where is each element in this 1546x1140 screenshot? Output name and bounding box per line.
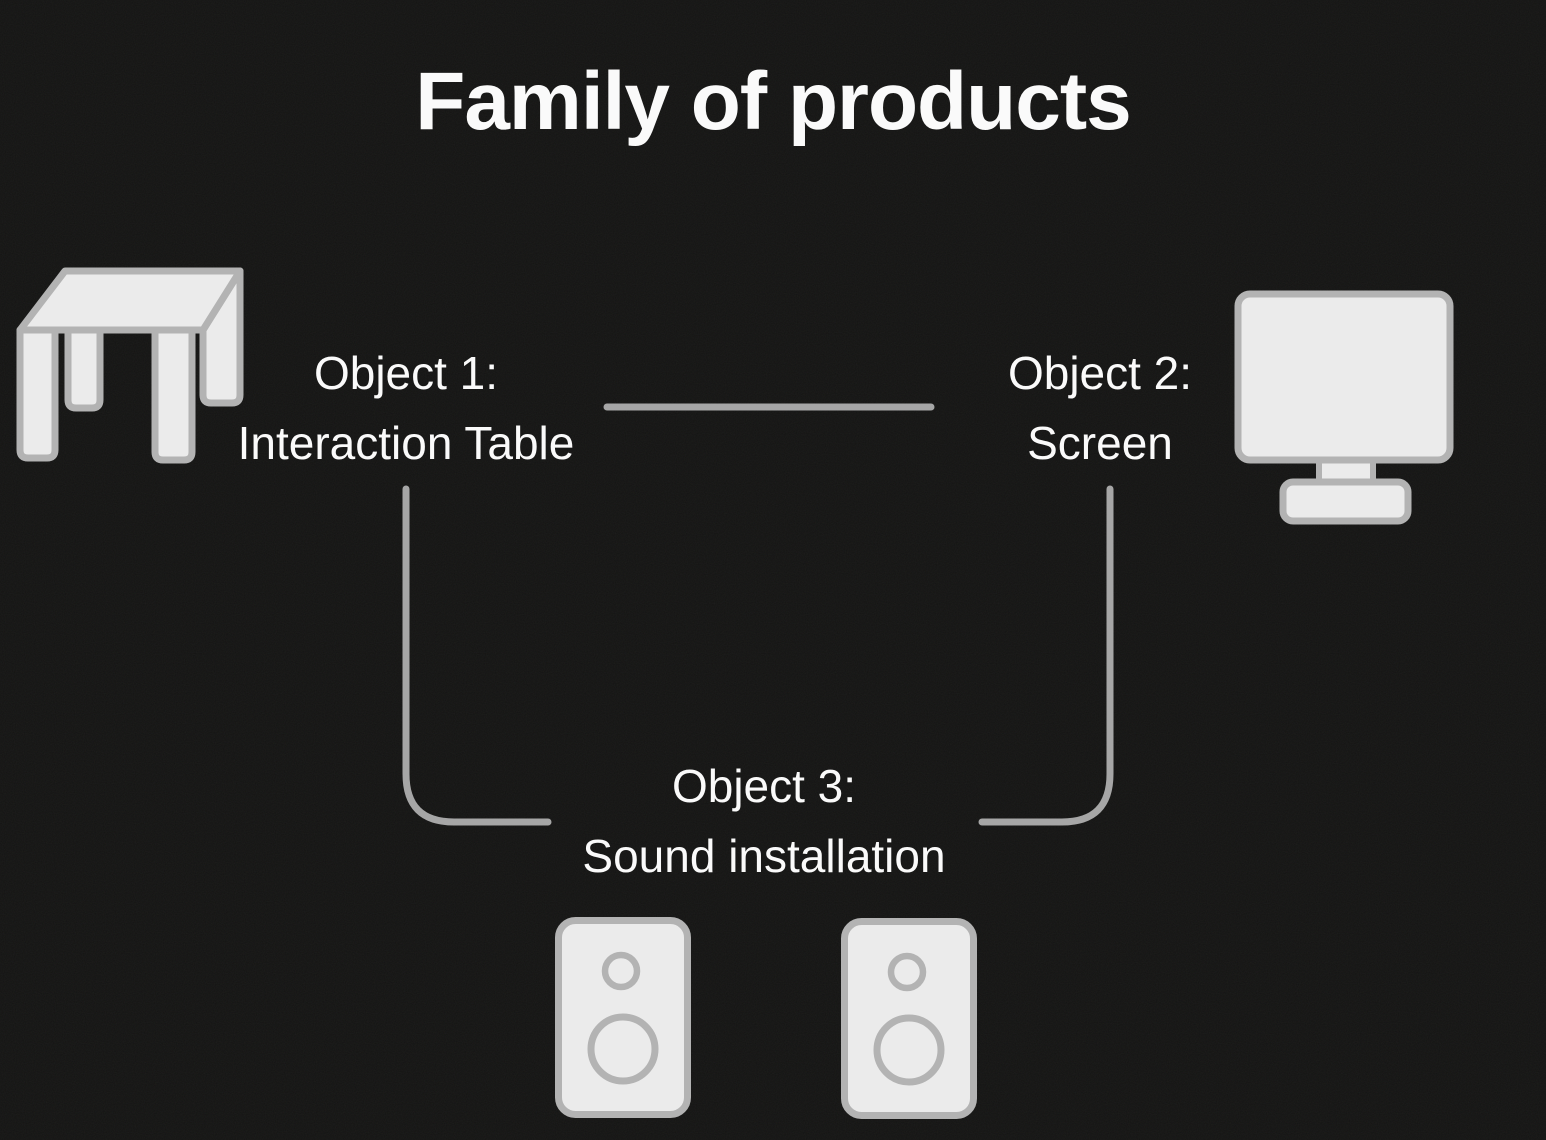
table-icon — [16, 267, 244, 464]
connector-object1-object3 — [402, 485, 552, 826]
table-top — [16, 267, 244, 334]
speaker-woofer — [587, 1013, 659, 1085]
speaker-tweeter — [601, 951, 641, 991]
monitor-base — [1279, 478, 1412, 525]
object-2-name: Object 2: — [1007, 347, 1193, 399]
object-1-name: Object 1: — [313, 347, 499, 399]
object-1-type: Interaction Table — [237, 417, 575, 469]
monitor-icon — [1234, 290, 1454, 525]
speaker-woofer — [873, 1014, 945, 1086]
speaker-right-icon — [841, 918, 977, 1119]
object-2-label: Object 2: Screen — [1008, 338, 1192, 478]
object-3-type: Sound installation — [582, 830, 946, 882]
object-2-type: Screen — [1027, 417, 1173, 469]
monitor-screen — [1234, 290, 1454, 464]
object-1-label: Object 1: Interaction Table — [238, 338, 575, 478]
speaker-left-icon — [555, 917, 691, 1118]
page-title: Family of products — [415, 56, 1132, 147]
table-leg-front-left — [16, 326, 59, 462]
object-3-label: Object 3: Sound installation — [582, 751, 945, 891]
object-3-name: Object 3: — [671, 760, 857, 812]
speaker-tweeter — [887, 952, 927, 992]
connector-object2-object3 — [978, 485, 1114, 826]
table-leg-front-right — [151, 326, 196, 464]
table-leg-back-right — [199, 267, 244, 407]
table-leg-back-left — [64, 326, 104, 412]
